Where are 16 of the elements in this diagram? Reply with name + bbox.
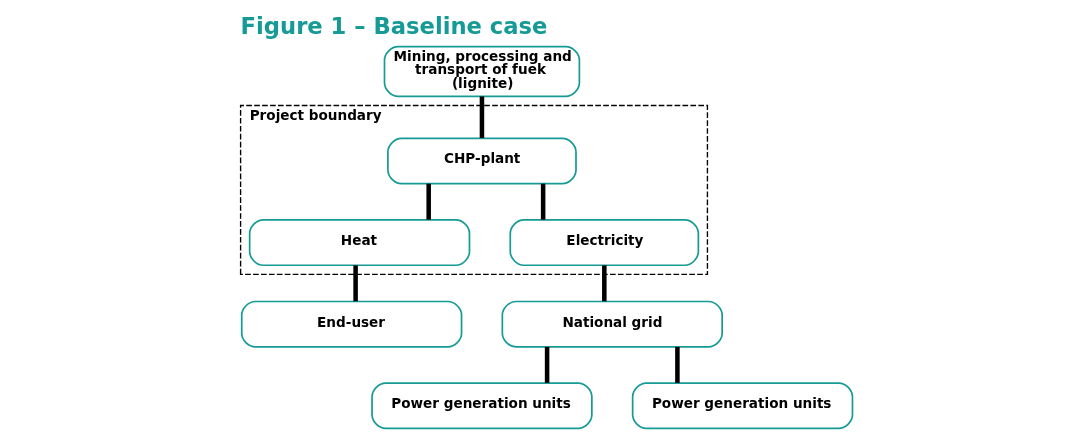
connector <box>425 183 431 220</box>
node-box: Power generation units <box>631 382 853 430</box>
connector <box>544 346 549 383</box>
connector <box>540 183 545 220</box>
connector <box>601 265 607 302</box>
node-box: CHP-plant <box>386 137 577 185</box>
node-box: End-user <box>240 300 462 348</box>
node-box: Heat <box>248 219 470 267</box>
node-box: Electricity <box>508 219 699 267</box>
node-box: National grid <box>501 300 723 348</box>
node-box: Power generation units <box>370 382 593 430</box>
connector <box>352 265 358 302</box>
node-box: Mining, processing and transport of fuek (lignite) <box>383 45 580 98</box>
connector <box>674 346 680 383</box>
diagram-title: Figure 1 – Baseline case <box>240 13 547 40</box>
connector <box>479 96 484 139</box>
